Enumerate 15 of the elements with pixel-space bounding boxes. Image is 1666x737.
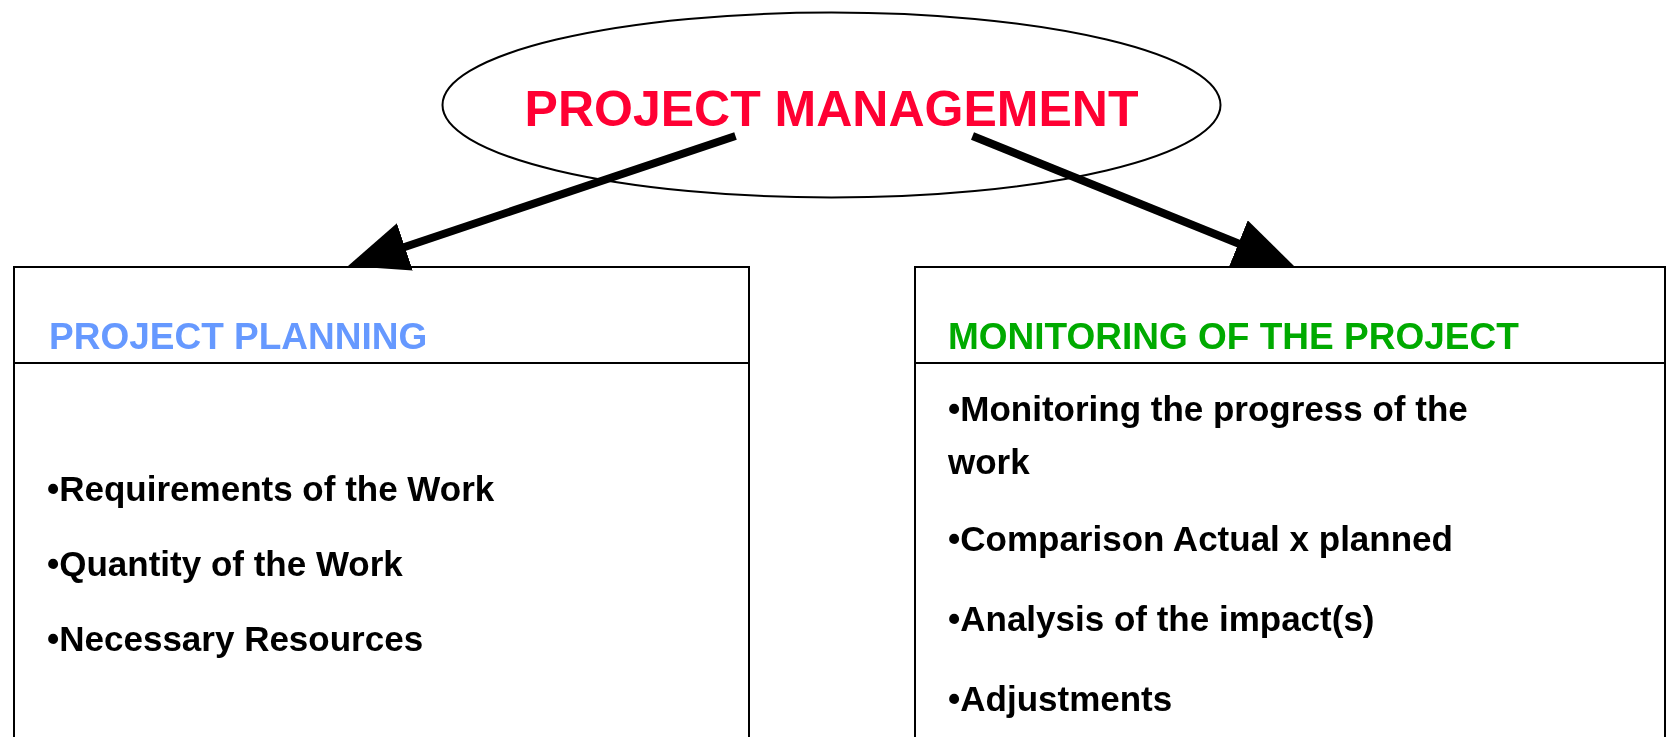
title-text: PROJECT MANAGEMENT	[523, 81, 1140, 139]
section-heading: PROJECT PLANNING	[49, 316, 428, 359]
arrow	[971, 132, 1294, 267]
bullet-item: •Requirements of the Work	[47, 468, 496, 510]
bullet-item: •Comparison Actual x planned	[948, 518, 1454, 560]
bullet-item: •Analysis of the impact(s)	[948, 598, 1376, 640]
bullet-item: •Adjustments	[948, 678, 1174, 720]
arrow	[348, 132, 737, 271]
bullet-item: •Monitoring the progress of the work	[948, 388, 1469, 483]
ellipse-node	[441, 11, 1222, 199]
section-box	[914, 266, 1666, 737]
bullet-item: •Quantity of the Work	[47, 543, 404, 585]
section-heading: MONITORING OF THE PROJECT	[948, 316, 1519, 359]
bullet-item: •Necessary Resources	[47, 618, 425, 660]
section-box	[13, 266, 750, 737]
